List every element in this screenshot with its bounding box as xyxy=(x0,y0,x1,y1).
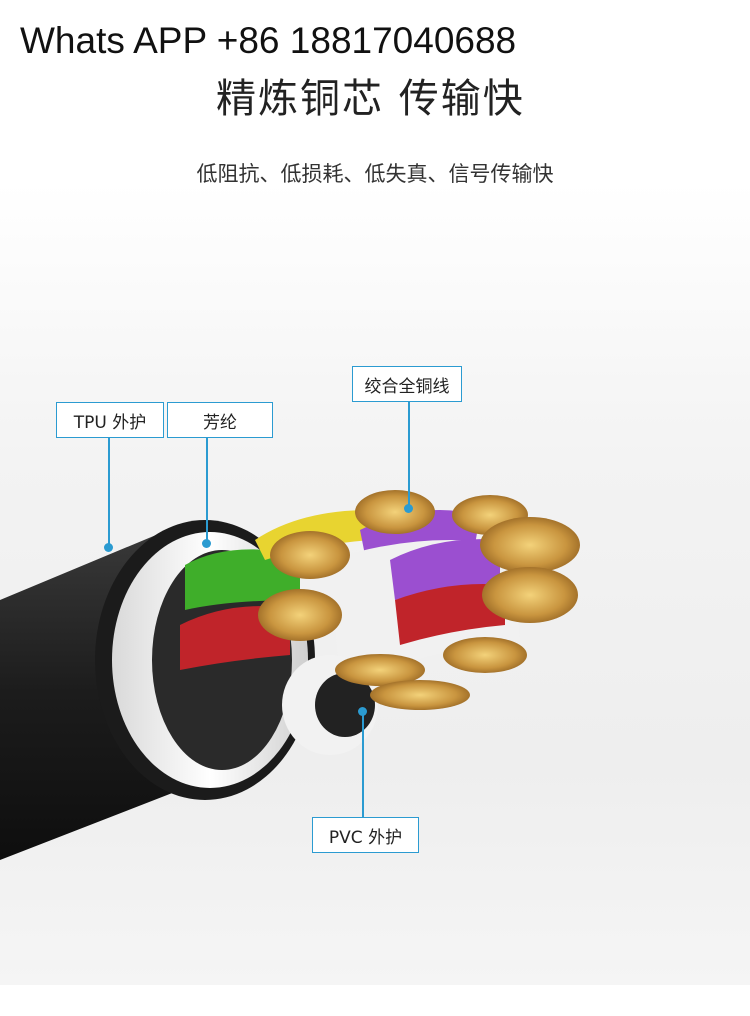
pointer-pvc xyxy=(362,713,364,817)
pointer-dot-tpu xyxy=(104,543,113,552)
label-aramid: 芳纶 xyxy=(167,402,273,438)
label-copper-strands: 绞合全铜线 xyxy=(352,366,462,402)
pointer-aramid xyxy=(206,438,208,542)
label-tpu-jacket: TPU 外护 xyxy=(56,402,164,438)
copper-strands xyxy=(355,490,435,534)
copper-strands xyxy=(270,531,350,579)
copper-strands xyxy=(480,517,580,573)
pointer-copper xyxy=(408,402,410,507)
red-conductor-right xyxy=(395,584,505,645)
pointer-dot-copper xyxy=(404,504,413,513)
pvc-core xyxy=(315,673,375,737)
subtitle: 低阻抗、低损耗、低失真、信号传输快 xyxy=(196,162,554,186)
contact-whatsapp: Whats APP +86 18817040688 xyxy=(20,20,517,61)
copper-strands xyxy=(335,654,425,686)
bottom-band xyxy=(0,985,750,1016)
green-conductor xyxy=(185,549,300,610)
copper-strands xyxy=(482,567,578,623)
page-title: 精炼铜芯 传输快 xyxy=(216,76,525,122)
label-pvc-jacket: PVC 外护 xyxy=(312,817,419,853)
pointer-tpu xyxy=(108,438,110,546)
copper-strands xyxy=(443,637,527,673)
pointer-dot-pvc xyxy=(358,707,367,716)
copper-strands xyxy=(370,680,470,710)
copper-strands xyxy=(258,589,342,641)
tpu-jacket xyxy=(0,525,180,860)
pointer-dot-aramid xyxy=(202,539,211,548)
